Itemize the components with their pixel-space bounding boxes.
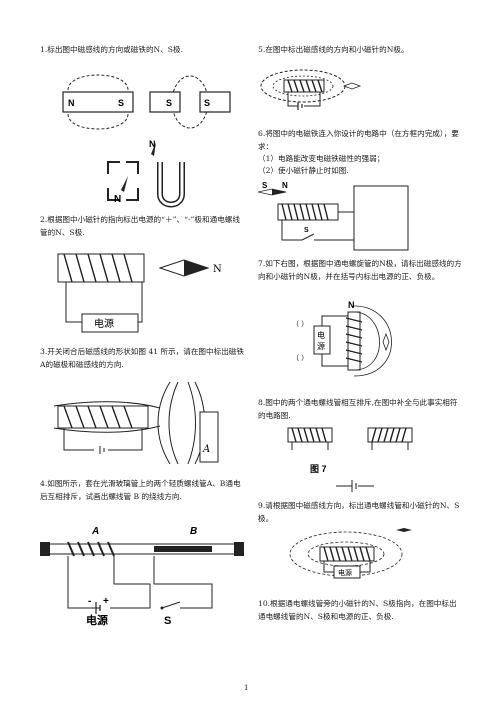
label-power-7a: 电 <box>317 330 325 340</box>
figure-7-solenoid: N （ ） （ ） 电 源 <box>292 300 392 377</box>
label-plus-4: + <box>103 596 109 607</box>
question-6-requirement-2: （2）使小磁针静止时如图. <box>258 166 349 175</box>
label-n-4: N <box>213 264 222 275</box>
figure-8-two-solenoids: 图 7 <box>287 427 413 492</box>
label-n-1: N <box>68 98 75 108</box>
label-power-4: 电源 <box>86 613 108 627</box>
label-switch-6: S <box>304 227 309 234</box>
question-5: 5.在图中标出磁感线的方向和小磁针的N极。 <box>258 45 409 54</box>
label-n-2: N <box>114 194 121 205</box>
label-power-7b: 源 <box>317 342 325 351</box>
label-fig7: 图 7 <box>310 464 327 474</box>
question-2: 2.根据图中小磁针的指向标出电源的“＋”、“-”极和通电螺线管的N、S极. <box>40 215 240 237</box>
label-minus-4: - <box>88 596 91 607</box>
figure-5-solenoid-field <box>260 69 362 110</box>
label-a-3: A <box>202 444 210 455</box>
label-s-1: S <box>118 98 124 108</box>
label-n-7: N <box>348 300 355 310</box>
label-s-2: S <box>166 98 172 108</box>
figure-9-solenoid-field: 电源 <box>289 528 412 579</box>
label-paren-7a: （ ） <box>292 320 308 328</box>
question-9: 9.请根据图中磁感线方向，标出通电螺线管和小磁针的N、S极。 <box>258 501 460 523</box>
figure-1-bar-magnets: N S S S N N <box>62 74 231 208</box>
label-n-3: N <box>149 139 156 149</box>
question-6: 6.将图中的电磁铁连入你设计的电路中（在方框内完成），要求： <box>258 129 459 151</box>
label-power-9: 电源 <box>338 568 352 577</box>
question-4: 4.如图所示，套在光滑玻璃管上的两个轻质螺线管A、B通电后互相排斥，试画出螺线管… <box>40 479 241 501</box>
figure-3-solenoid-magnet: A <box>53 381 219 465</box>
label-n-6: N <box>282 181 288 190</box>
figure-6-electromagnet: S N S <box>258 181 409 251</box>
question-7: 7.如下右图，根据图中通电螺旋管的N极，请标出磁感线的方向和小磁针的N极，并在括… <box>258 259 462 281</box>
question-10: 10.根据通电螺线管旁的小磁针的N、S极指向，在图中标出通电螺线管的N、S极和电… <box>258 599 457 621</box>
label-a-4: A <box>91 526 99 537</box>
question-3: 3.开关闭合后磁感线的形状如图 41 所示，请在图中标出磁铁A的磁极和磁感线的方… <box>40 347 244 369</box>
label-paren-7b: （ ） <box>292 354 308 362</box>
page-number: 1 <box>244 684 249 692</box>
label-s-6: S <box>262 181 268 190</box>
question-1: 1.标出图中磁感线的方向或磁铁的N、S极. <box>40 45 184 54</box>
label-b-4: B <box>190 526 197 537</box>
label-switch-4: S <box>164 615 171 627</box>
figure-2-solenoid: 电源 N <box>57 253 222 333</box>
question-6-requirement-1: （1）电路能改变电磁铁磁性的强弱； <box>258 154 385 163</box>
label-s-3: S <box>204 98 210 108</box>
question-8: 8.图中的两个通电螺线管相互排斥,在图中补全与此事实相符的电路图. <box>258 398 458 420</box>
label-power-2: 电源 <box>94 317 114 330</box>
figure-4-two-solenoids: A B - + 电源 S <box>40 526 244 627</box>
